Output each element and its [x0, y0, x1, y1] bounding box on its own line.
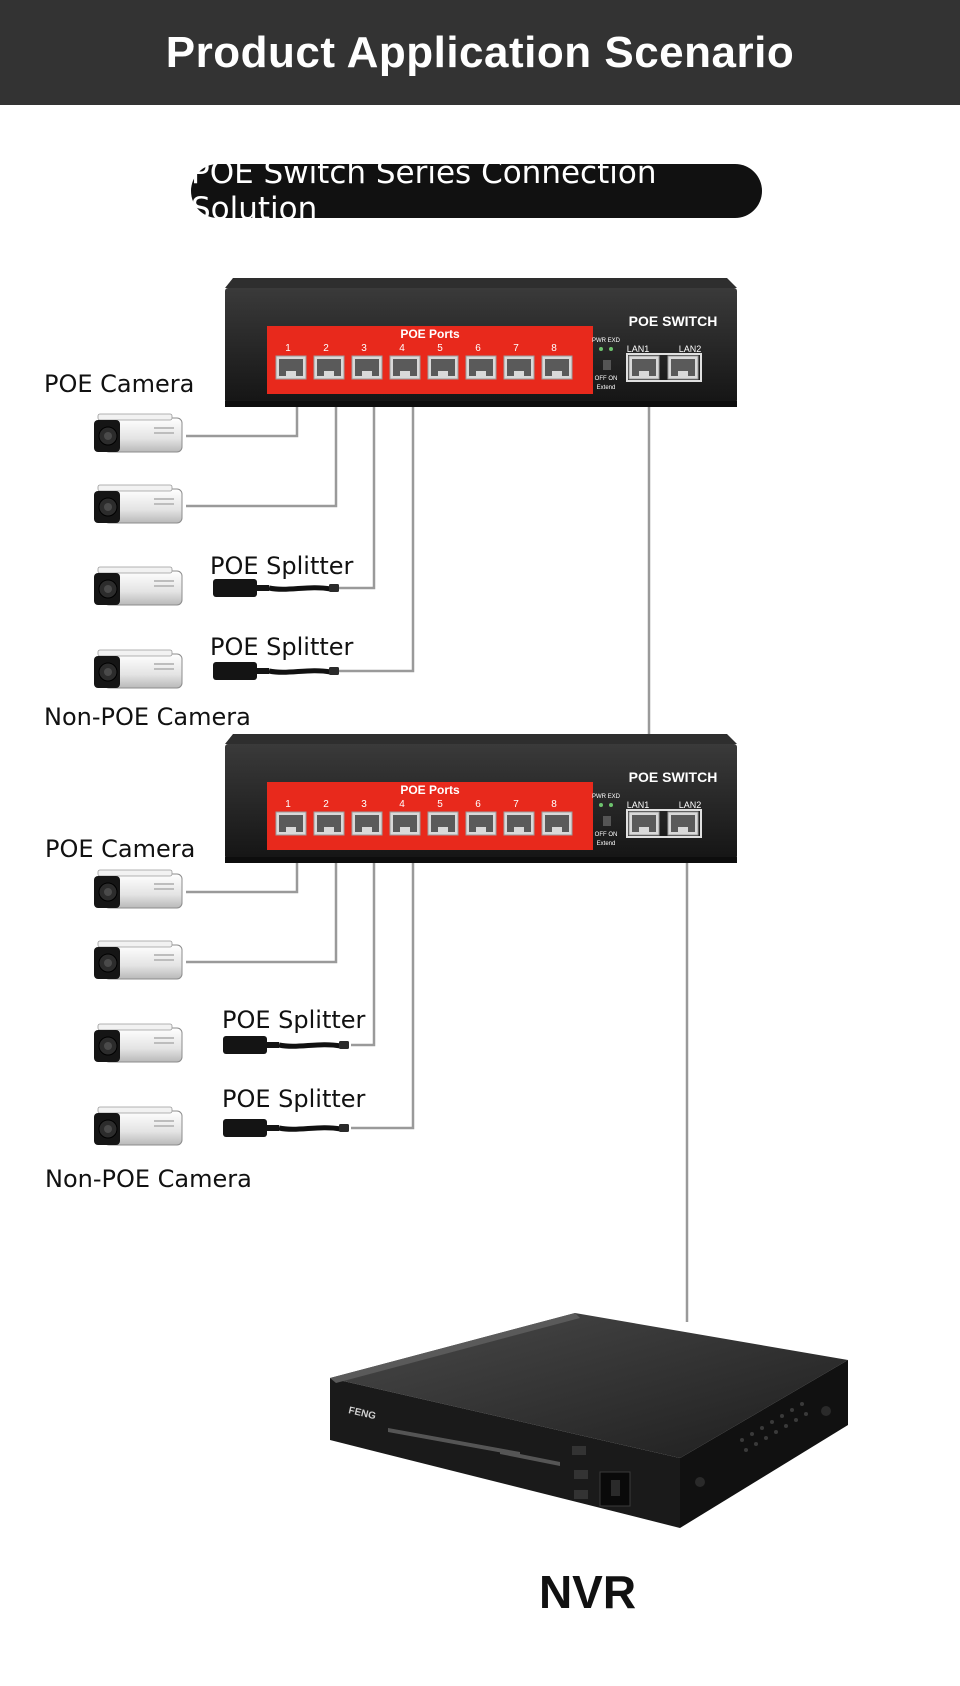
poe-camera-icon	[93, 413, 183, 453]
cables-switch-2	[186, 826, 689, 1322]
port-number-4: 4	[399, 799, 405, 810]
switch-ports-label: POE Ports	[400, 327, 460, 341]
page-header: Product Application Scenario	[0, 0, 960, 105]
poe-switch-1: POE Ports POE SWITCH 1 2 3 4 5 6 7 8 LAN…	[225, 278, 737, 407]
poe-splitter-icon	[223, 1036, 349, 1054]
non-poe-camera-label-1: Non-POE Camera	[44, 703, 251, 731]
port-number-2: 2	[323, 799, 329, 810]
switch-ports-label: POE Ports	[400, 783, 460, 797]
port-number-3: 3	[361, 343, 367, 354]
port-number-4: 4	[399, 343, 405, 354]
poe-splitter-icon	[223, 1119, 349, 1137]
switch-small-label-offon: OFF ON	[595, 832, 618, 838]
nvr-device-icon: FENG	[330, 1313, 848, 1528]
poe-switch-2: POE Ports POE SWITCH 1 2 3 4 5 6 7 8 LAN…	[225, 734, 737, 863]
uplink-label-lan2: LAN2	[679, 800, 702, 810]
non-poe-camera-icon	[93, 649, 183, 689]
poe-splitter-icon	[213, 662, 339, 680]
poe-camera-label-2: POE Camera	[45, 835, 196, 863]
port-number-8: 8	[551, 799, 557, 810]
poe-splitter-label-3: POE Splitter	[222, 1006, 366, 1034]
poe-camera-icon	[93, 940, 183, 980]
port-number-6: 6	[475, 799, 481, 810]
switch-small-label-extend: Extend	[597, 841, 616, 847]
non-poe-camera-icon	[93, 1023, 183, 1063]
poe-camera-icon	[93, 484, 183, 524]
port-number-1: 1	[285, 343, 291, 354]
poe-splitter-icon	[213, 579, 339, 597]
nvr-label: NVR	[538, 1566, 637, 1618]
port-number-7: 7	[513, 799, 519, 810]
poe-splitter-label-2: POE Splitter	[210, 633, 354, 661]
port-number-1: 1	[285, 799, 291, 810]
uplink-label-lan2: LAN2	[679, 344, 702, 354]
non-poe-camera-icon	[93, 1106, 183, 1146]
switch-small-label-offon: OFF ON	[595, 376, 618, 382]
port-number-8: 8	[551, 343, 557, 354]
port-number-5: 5	[437, 343, 443, 354]
poe-camera-icon	[93, 869, 183, 909]
switch-2-labels: POE Ports POE SWITCH 1 2 3 4 5 6 7 8 LAN…	[285, 769, 717, 847]
poe-camera-label-1: POE Camera	[44, 370, 195, 398]
poe-splitter-label-4: POE Splitter	[222, 1085, 366, 1113]
non-poe-camera-icon	[93, 566, 183, 606]
switch-small-label-pwr: PWR EXD	[592, 338, 621, 344]
port-number-6: 6	[475, 343, 481, 354]
switch-small-label-pwr: PWR EXD	[592, 794, 621, 800]
switch-small-label-extend: Extend	[597, 385, 616, 391]
switch-brand-label: POE SWITCH	[629, 313, 718, 329]
poe-splitter-label-1: POE Splitter	[210, 552, 354, 580]
uplink-label-lan1: LAN1	[627, 800, 650, 810]
port-number-2: 2	[323, 343, 329, 354]
switch-1-labels: POE Ports POE SWITCH 1 2 3 4 5 6 7 8 LAN…	[285, 313, 717, 391]
page-title: Product Application Scenario	[165, 27, 795, 77]
port-number-3: 3	[361, 799, 367, 810]
switch-brand-label: POE SWITCH	[629, 769, 718, 785]
port-number-7: 7	[513, 343, 519, 354]
non-poe-camera-label-2: Non-POE Camera	[45, 1165, 252, 1193]
port-number-5: 5	[437, 799, 443, 810]
uplink-label-lan1: LAN1	[627, 344, 650, 354]
cables-switch-1	[186, 370, 651, 758]
